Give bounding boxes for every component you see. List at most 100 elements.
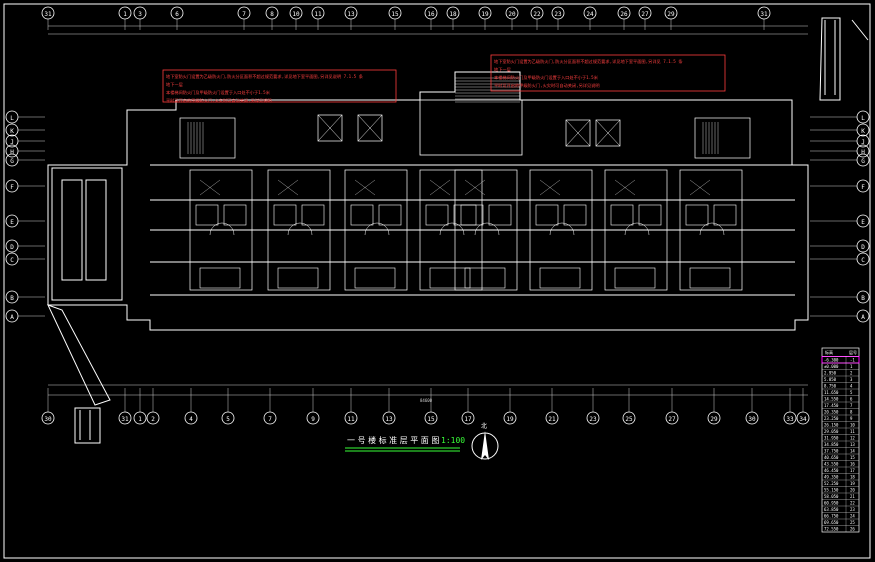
axis-label-left: F	[10, 184, 14, 191]
axis-label-top: 16	[427, 11, 435, 18]
axis-label-bottom: 21	[548, 416, 556, 423]
axis-label-top: 15	[391, 11, 399, 18]
axis-bubble-bottom	[707, 411, 721, 425]
axis-bubble-bottom	[545, 411, 559, 425]
table-row[interactable]: 58.050 21	[822, 492, 859, 500]
elevator-shaft	[565, 119, 591, 147]
axis-label-left: L	[10, 115, 14, 122]
table-cell-elevation: 58.050	[824, 494, 839, 499]
table-cell-floor: 18	[850, 475, 855, 480]
unit-module	[604, 169, 668, 291]
axis-label-top: 26	[620, 11, 628, 18]
table-cell-elevation: 31.950	[824, 436, 839, 441]
axis-label-top: 3	[138, 11, 142, 18]
axis-bubble-right	[856, 110, 870, 124]
table-cell-elevation: 17.450	[824, 403, 839, 408]
axis-label-right: H	[861, 149, 865, 156]
axis-label-right: E	[861, 219, 865, 226]
table-row[interactable]: 34.850 13	[822, 440, 859, 448]
table-cell-floor: 10	[850, 423, 855, 428]
annotation-notes: 地下室防火门设置为乙级防火门,防火分区面积不超过规范要求,详见地下室平面图,另详…	[162, 54, 726, 104]
axis-bubble-bottom	[665, 411, 679, 425]
axis-bubble-right	[856, 179, 870, 193]
axis-bubble-top	[757, 6, 771, 20]
axis-bubble-bottom	[461, 411, 475, 425]
note-line-left: 本楼梯间防火门及甲级防火门设置于入口处不小于1.5米	[166, 89, 271, 96]
table-cell-floor: 13	[850, 442, 855, 447]
axis-label-bottom: 27	[668, 416, 676, 423]
axis-bubble-bottom	[118, 411, 132, 425]
table-cell-elevation: 2.950	[824, 371, 837, 376]
axis-bubble-right	[856, 214, 870, 228]
axis-label-right: F	[861, 184, 865, 191]
axis-bubble-bottom	[133, 411, 147, 425]
axis-label-top: 19	[481, 11, 489, 18]
note-line-right: 本楼梯间防火门及甲级防火门设置于入口处不小于1.5米	[494, 74, 599, 81]
axis-bubble-right	[856, 144, 870, 158]
axis-label-bottom: 33	[786, 416, 794, 423]
axis-label-right: B	[861, 295, 865, 302]
axis-bubble-top	[664, 6, 678, 20]
table-cell-floor: -1	[850, 358, 855, 363]
table-cell-floor: 9	[850, 416, 853, 421]
axis-bubble-left	[5, 252, 19, 266]
drawing-scale[interactable]: 1:100	[441, 436, 465, 445]
axis-bubble-top	[446, 6, 460, 20]
axis-bubble-top	[551, 6, 565, 20]
axis-bubble-top	[118, 6, 132, 20]
table-cell-floor: 20	[850, 488, 855, 493]
table-row[interactable]: -6.300-1	[821, 356, 860, 364]
elevator-shaft	[595, 119, 621, 147]
axis-label-bottom: 5	[226, 416, 230, 423]
axis-label-top: 24	[586, 11, 594, 18]
axis-bubble-left	[5, 309, 19, 323]
axis-label-top: 13	[347, 11, 355, 18]
axis-bubble-bottom	[344, 411, 358, 425]
table-cell-elevation: 55.150	[824, 488, 839, 493]
axis-bubble-top	[311, 6, 325, 20]
drawing-title[interactable]: 一 号 楼 标 准 层 平 面 图	[347, 435, 439, 445]
note-box-right	[490, 54, 726, 92]
axis-label-top: 27	[641, 11, 649, 18]
note-line-right: 平时可开启的甲级防火门,火灾时可自动关闭,另详见说明	[494, 82, 600, 89]
axis-label-left: A	[10, 314, 14, 321]
table-cell-elevation: 40.650	[824, 455, 839, 460]
axis-label-bottom: 31	[121, 416, 129, 423]
axis-bubble-bottom	[424, 411, 438, 425]
axis-bubble-bottom	[783, 411, 797, 425]
axis-label-right: J	[861, 139, 865, 146]
axis-bubble-bottom	[184, 411, 198, 425]
axis-label-bottom: 11	[347, 416, 355, 423]
axis-bubble-right	[856, 252, 870, 266]
table-cell-elevation: 69.650	[824, 520, 839, 525]
table-cell-elevation: 34.850	[824, 442, 839, 447]
table-row[interactable]: 55.150 20	[822, 486, 859, 494]
table-cell-floor: 21	[850, 494, 855, 499]
axis-bubble-top	[388, 6, 402, 20]
table-cell-elevation: 11.650	[824, 390, 839, 395]
